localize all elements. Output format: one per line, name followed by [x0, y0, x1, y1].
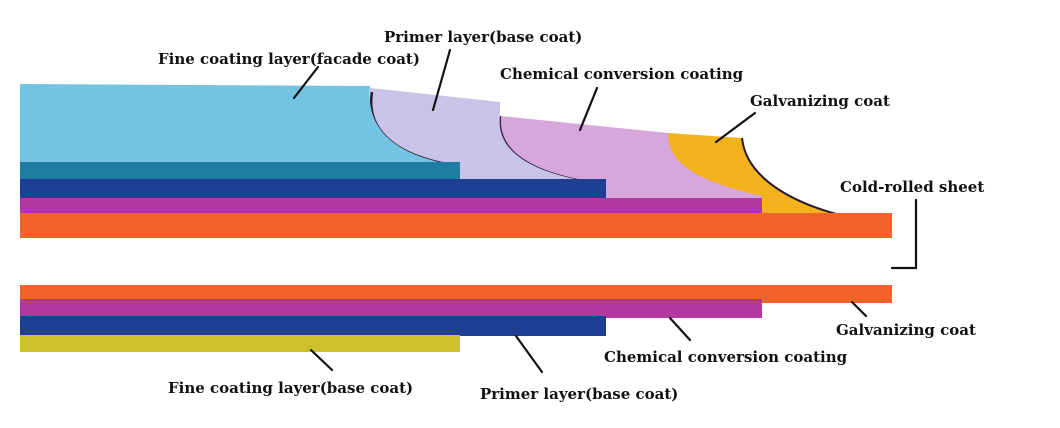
label-chemical-bottom: Chemical conversion coating	[604, 348, 848, 366]
label-cold-rolled-sheet: Cold-rolled sheet	[840, 178, 984, 196]
purple-band-top	[20, 198, 762, 213]
leader-galvanizing-bottom	[850, 300, 868, 318]
facade-coat-layer	[20, 84, 460, 168]
bottom-coating-stack	[20, 285, 892, 352]
label-fine-coating-facade: Fine coating layer(facade coat)	[158, 50, 420, 68]
label-galvanizing-top: Galvanizing coat	[750, 92, 890, 110]
navy-band-top	[20, 179, 606, 200]
leader-primer-top	[431, 48, 452, 112]
orange-band-top	[20, 213, 892, 238]
leader-galvanizing-top	[714, 111, 757, 144]
navy-band-bottom	[20, 316, 606, 336]
leader-chemical-bottom	[668, 316, 692, 342]
diagram-labels: Fine coating layer(facade coat) Primer l…	[158, 28, 984, 403]
leader-fine-coating-base	[309, 348, 334, 372]
leader-lines	[292, 48, 918, 374]
label-primer-bottom: Primer layer(base coat)	[480, 385, 678, 403]
yellow-band-bottom	[20, 335, 460, 352]
top-coating-stack	[20, 84, 892, 238]
leader-facade	[292, 65, 320, 100]
label-primer-top: Primer layer(base coat)	[384, 28, 582, 46]
label-chemical-top: Chemical conversion coating	[500, 65, 744, 83]
cold-rolled-bracket	[890, 198, 918, 270]
purple-band-bottom	[20, 299, 762, 318]
label-fine-coating-base: Fine coating layer(base coat)	[168, 379, 413, 397]
orange-band-bottom	[20, 285, 892, 303]
leader-primer-bottom	[514, 334, 544, 374]
teal-band-top	[20, 162, 460, 182]
label-galvanizing-bottom: Galvanizing coat	[836, 321, 976, 339]
leader-chemical-top	[578, 86, 599, 132]
